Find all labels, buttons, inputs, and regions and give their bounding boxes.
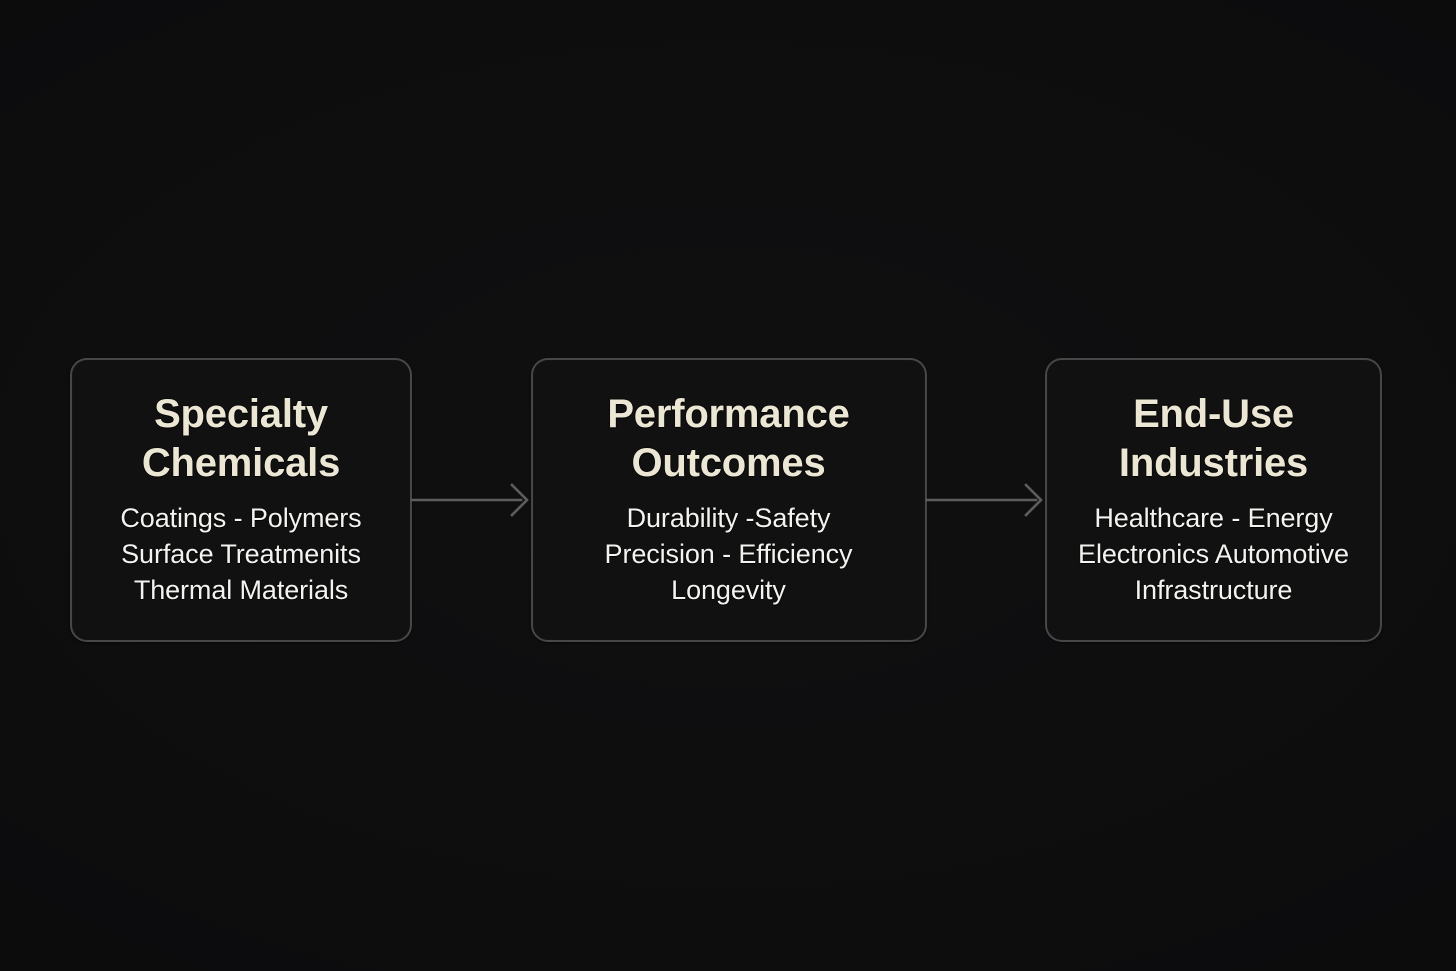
connector-arrow-1 bbox=[412, 480, 531, 520]
node-body: Healthcare - Energy Electronics Automoti… bbox=[1078, 500, 1349, 608]
flow-node-specialty-chemicals[interactable]: Specialty Chemicals Coatings - Polymers … bbox=[70, 358, 412, 642]
flow-node-end-use-industries[interactable]: End-Use Industries Healthcare - Energy E… bbox=[1045, 358, 1382, 642]
node-title: Performance Outcomes bbox=[607, 392, 850, 485]
arrow-right-icon bbox=[927, 480, 1046, 520]
node-body-line: Surface Treatmenits bbox=[121, 539, 361, 569]
node-body: Coatings - Polymers Surface Treatmenits … bbox=[120, 500, 361, 608]
node-body-line: Electronics Automotive bbox=[1078, 539, 1349, 569]
node-body: Durability -Safety Precision - Efficienc… bbox=[605, 500, 853, 608]
node-body-line: Precision - Efficiency bbox=[604, 539, 853, 569]
flow-node-performance-outcomes[interactable]: Performance Outcomes Durability -Safety … bbox=[530, 358, 927, 642]
right-margin-spacer bbox=[1382, 358, 1456, 642]
flow-row: Specialty Chemicals Coatings - Polymers … bbox=[0, 358, 1456, 642]
arrow-right-icon bbox=[412, 480, 531, 520]
node-body-line: Longevity bbox=[671, 575, 786, 605]
node-title: End-Use Industries bbox=[1118, 392, 1309, 485]
node-title: Specialty Chemicals bbox=[141, 392, 341, 485]
node-body-line: Durability -Safety bbox=[626, 503, 831, 533]
left-margin-spacer bbox=[0, 358, 70, 642]
connector-arrow-2 bbox=[927, 480, 1046, 520]
node-body-line: Infrastructure bbox=[1134, 575, 1293, 605]
arrow-right-head-icon bbox=[1024, 483, 1043, 517]
node-body-line: Coatings - Polymers bbox=[120, 503, 362, 533]
node-body-line: Thermal Materials bbox=[133, 575, 349, 605]
node-body-line: Healthcare - Energy bbox=[1094, 503, 1333, 533]
arrow-right-head-icon bbox=[509, 483, 529, 517]
